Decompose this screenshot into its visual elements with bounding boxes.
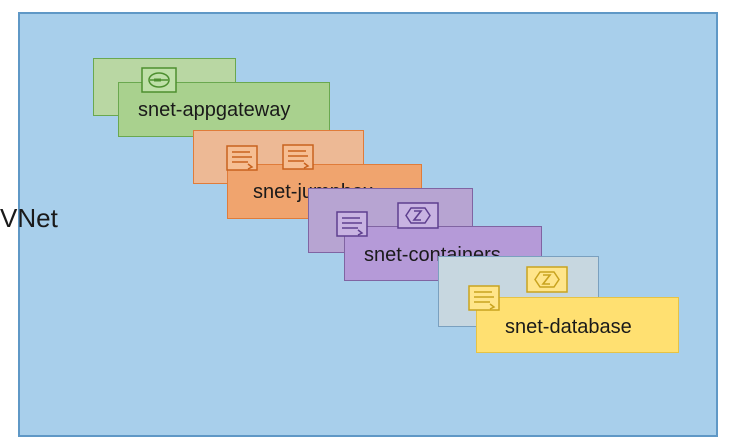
subnet-database-box (476, 297, 679, 353)
subnet-appgateway-label: snet-appgateway (138, 99, 291, 121)
application-gateway-icon (141, 67, 177, 93)
nic-icon (468, 285, 500, 311)
subnet-database-label: snet-database (505, 316, 632, 338)
nic-icon (282, 144, 314, 170)
nic-icon (336, 211, 368, 237)
vnet-label: VNet (0, 203, 58, 233)
private-endpoint-icon (397, 202, 439, 229)
nic-icon (226, 145, 258, 171)
private-endpoint-icon (526, 266, 568, 293)
